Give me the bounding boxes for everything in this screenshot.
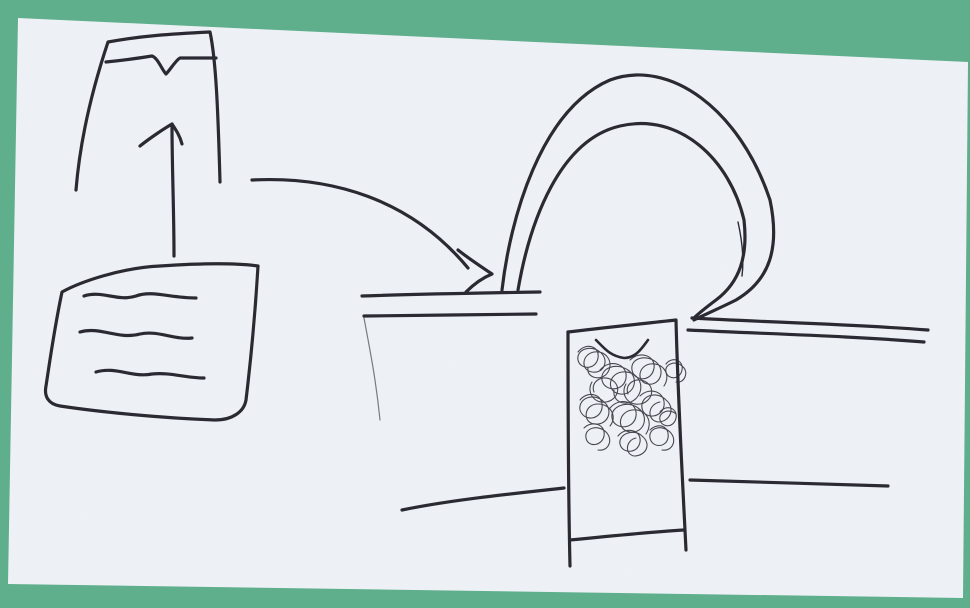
paper-texture bbox=[8, 18, 968, 598]
left-surface-bottom-line bbox=[364, 314, 536, 316]
